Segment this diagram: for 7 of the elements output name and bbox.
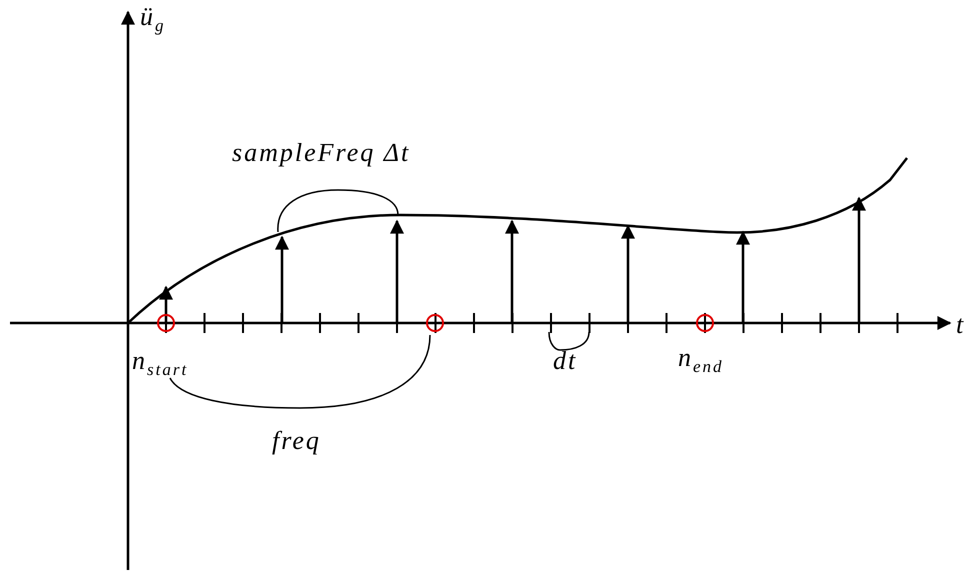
axis-label: ü$_{g}$ [140, 4, 166, 34]
point-label: n$_{start}$ [132, 348, 188, 378]
bracket-label: dt [553, 348, 578, 374]
bracket-label: freq [272, 428, 321, 454]
point-label: n$_{end}$ [678, 345, 724, 376]
bracket-label: sampleFreq Δt [232, 140, 410, 166]
axis-label: t [956, 312, 966, 338]
